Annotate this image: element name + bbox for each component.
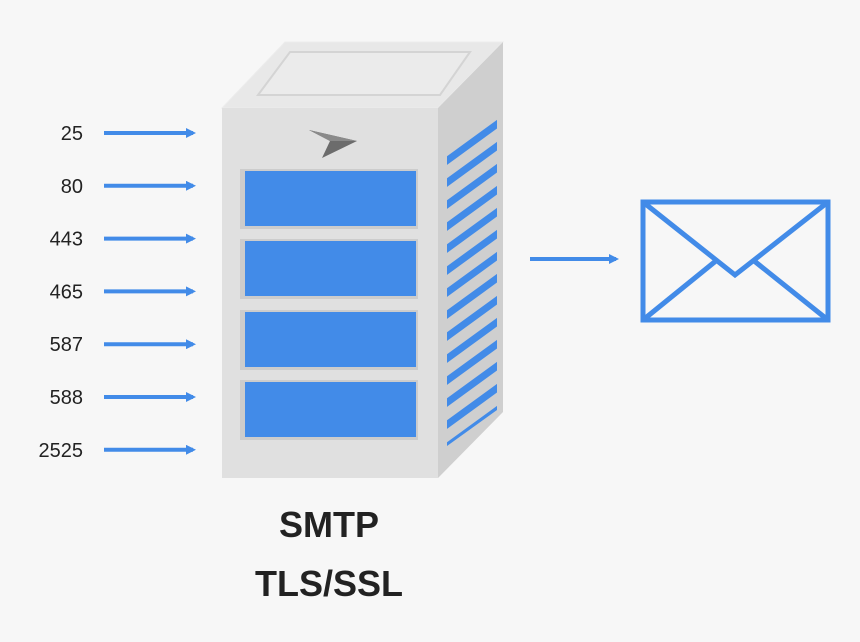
port-list: 25 80 443 465 587 588 2525	[39, 123, 196, 462]
port-label: 588	[50, 387, 83, 409]
vent-stripe	[447, 273, 497, 319]
port-label: 465	[50, 281, 83, 303]
vent-stripe	[447, 339, 497, 385]
vent-stripe	[447, 295, 497, 341]
port-label: 25	[61, 123, 83, 145]
server	[220, 41, 505, 478]
vent-stripe	[447, 119, 497, 165]
drive-bay-panel	[245, 382, 416, 437]
vent-stripe	[447, 163, 497, 209]
port-label: 80	[61, 176, 83, 198]
vent-stripe	[447, 185, 497, 231]
envelope-icon	[640, 199, 831, 323]
vent-stripe	[447, 361, 497, 407]
paper-plane-icon	[309, 130, 357, 158]
server-drive-bays	[240, 169, 418, 440]
vent-stripe	[447, 251, 497, 297]
drive-bay-panel	[245, 171, 416, 226]
caption-security: TLS/SSL	[255, 563, 403, 604]
server-top-panel	[256, 51, 472, 96]
vent-stripe	[447, 383, 497, 429]
vent-stripe	[447, 141, 497, 187]
vent-stripe	[447, 207, 497, 253]
port-label: 587	[50, 334, 83, 356]
port-label: 2525	[39, 440, 84, 462]
drive-bay-panel	[245, 312, 416, 367]
vent-stripe	[447, 317, 497, 363]
vent-stripe	[447, 229, 497, 275]
port-label: 443	[50, 229, 83, 251]
caption-protocol: SMTP	[279, 504, 379, 545]
drive-bay-panel	[245, 241, 416, 296]
